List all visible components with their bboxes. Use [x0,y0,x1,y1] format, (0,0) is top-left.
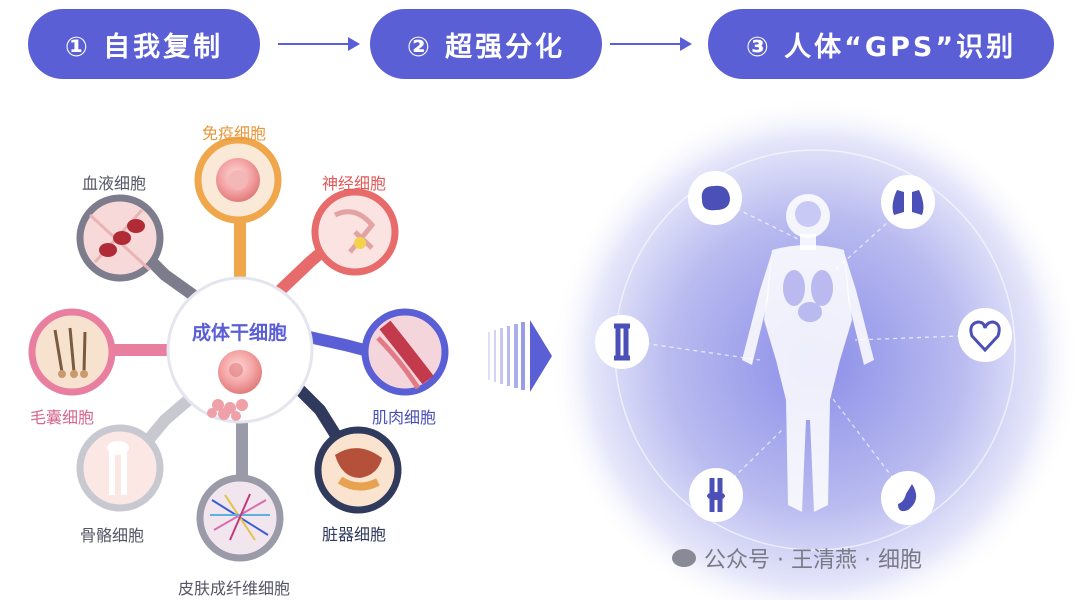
transition-arrow [488,320,552,392]
skin-cell-label: 皮肤成纤维细胞 [178,579,291,598]
wechat-icon [672,549,696,567]
muscle-cell-label: 肌肉细胞 [372,408,437,427]
watermark: 公众号 · 王清燕 · 细胞 [672,542,922,574]
step-2-label: ② 超强分化 [406,31,566,63]
heart-icon [958,308,1012,362]
immune-cell-label: 免疫细胞 [202,124,267,143]
lungs-icon [881,175,935,229]
step-3-label: ③ 人体“GPS”识别 [745,31,1017,63]
nerve-cell-label: 神经细胞 [322,174,387,193]
bone-cell-label: 骨骼细胞 [80,526,145,545]
center-stem-cell-label: 成体干细胞 [192,322,288,344]
step-arrow-1 [278,37,360,51]
step-2-pill: ② 超强分化 [370,9,602,79]
organ-cell-label: 脏器细胞 [322,525,387,544]
step-3-pill: ③ 人体“GPS”识别 [708,9,1054,79]
body-gps-panel [550,97,1080,600]
bone-icon [595,315,649,369]
step-1-pill: ① 自我复制 [28,9,260,79]
differentiation-hub [28,136,449,562]
step-arrow-2 [610,37,692,51]
hair-cell-label: 毛囊细胞 [30,408,95,427]
brain-icon [688,171,742,225]
watermark-text: 公众号 · 王清燕 · 细胞 [704,548,922,573]
knee-joint-icon [689,468,743,522]
blood-cell-label: 血液细胞 [82,174,147,193]
step-1-label: ① 自我复制 [64,31,224,63]
stomach-icon [881,471,935,525]
